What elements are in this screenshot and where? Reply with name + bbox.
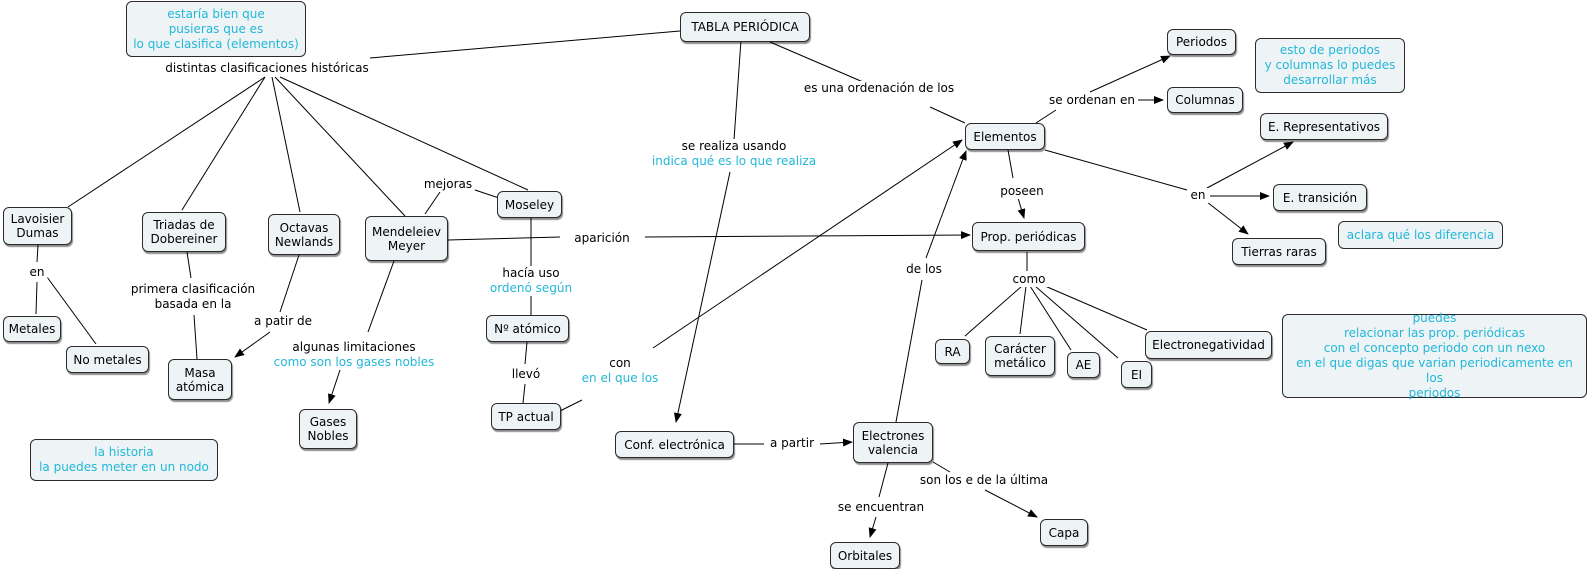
comment-text: como son los gases nobles [273,355,435,369]
link-label-text: hacía uso [502,266,560,280]
link-label-en-lavoisier: en [26,265,48,280]
node-columnas[interactable]: Columnas [1167,87,1243,113]
link-label-a-partir: a partir [766,436,818,451]
node-metales[interactable]: Metales [3,316,61,342]
node-caracter-metalico[interactable]: Carácter metálico [985,336,1055,376]
note-puedes-relacionar: puedes relacionar las prop. periódicas c… [1282,311,1587,400]
link-label-de-los: de los [903,262,945,277]
node-ei[interactable]: EI [1121,361,1152,388]
link-label-mejoras: mejoras [420,177,476,192]
link-label-distintas-clasificaciones: distintas clasificaciones históricas [162,61,372,76]
link-label-text: con [609,356,631,370]
node-electrones-valencia[interactable]: Electrones valencia [853,422,933,463]
link-label-en-elementos: en [1187,188,1209,203]
link-label-text: algunas limitaciones [292,340,416,354]
node-octavas-newlands[interactable]: Octavas Newlands [268,214,340,255]
link-label-con: con en el que los [578,356,662,386]
node-no-metales[interactable]: No metales [66,346,149,373]
link-label-text: se realiza usando [681,139,787,153]
node-lavoisier-dumas[interactable]: Lavoisier Dumas [3,207,72,245]
node-capa[interactable]: Capa [1040,519,1088,546]
note-la-historia: la historia la puedes meter en un nodo [30,439,218,481]
node-tabla-periodica[interactable]: TABLA PERIÓDICA [680,12,810,42]
link-label-ordenacion: es una ordenación de los [800,81,958,96]
comment-text: en el que los [581,371,659,385]
link-label-se-ordenan-en: se ordenan en [1046,93,1138,108]
node-masa-atomica[interactable]: Masa atómica [168,359,232,400]
node-triadas-dobereiner[interactable]: Triadas de Dobereiner [142,212,226,252]
node-e-transicion[interactable]: E. transición [1273,184,1367,211]
note-aclara-diferencia: aclara qué los diferencia [1338,221,1503,249]
node-ae[interactable]: AE [1067,352,1100,378]
node-e-representativos[interactable]: E. Representativos [1260,113,1388,140]
link-label-como: como [1009,272,1049,287]
link-label-son-los-e: son los e de la última [916,473,1052,488]
node-tp-actual[interactable]: TP actual [491,403,561,430]
node-n-atomico[interactable]: Nº atómico [486,315,569,342]
node-mendeleiev-meyer[interactable]: Mendeleiev Meyer [365,216,448,261]
link-label-se-realiza-usando: se realiza usando indica qué es lo que r… [648,139,820,169]
note-estaria-bien: estaría bien que pusieras que es lo que … [126,1,306,57]
node-conf-electronica[interactable]: Conf. electrónica [615,431,734,458]
comment-text: indica qué es lo que realiza [651,154,817,168]
node-prop-periodicas[interactable]: Prop. periódicas [972,222,1085,251]
link-label-se-encuentran: se encuentran [834,500,928,515]
link-label-a-patir-de: a patir de [251,314,315,329]
link-label-llevo: llevó [508,367,544,382]
node-tierras-raras[interactable]: Tierras raras [1232,238,1326,265]
node-gases-nobles[interactable]: Gases Nobles [299,409,357,449]
node-ra[interactable]: RA [935,339,970,364]
node-electronegatividad[interactable]: Electronegatividad [1145,331,1272,359]
node-orbitales[interactable]: Orbitales [830,542,900,569]
comment-text: ordenó según [489,281,573,295]
link-label-aparicion: aparición [571,231,633,246]
note-periodos-columnas: esto de periodos y columnas lo puedes de… [1255,38,1405,93]
node-moseley[interactable]: Moseley [497,191,562,218]
node-periodos[interactable]: Periodos [1167,29,1236,55]
link-label-algunas-limitaciones: algunas limitaciones como son los gases … [270,340,438,370]
node-elementos[interactable]: Elementos [965,123,1045,150]
link-label-poseen: poseen [997,184,1047,199]
link-label-hacia-uso: hacía uso ordenó según [486,266,576,296]
link-label-primera-clasificacion: primera clasificación basada en la [127,282,259,312]
